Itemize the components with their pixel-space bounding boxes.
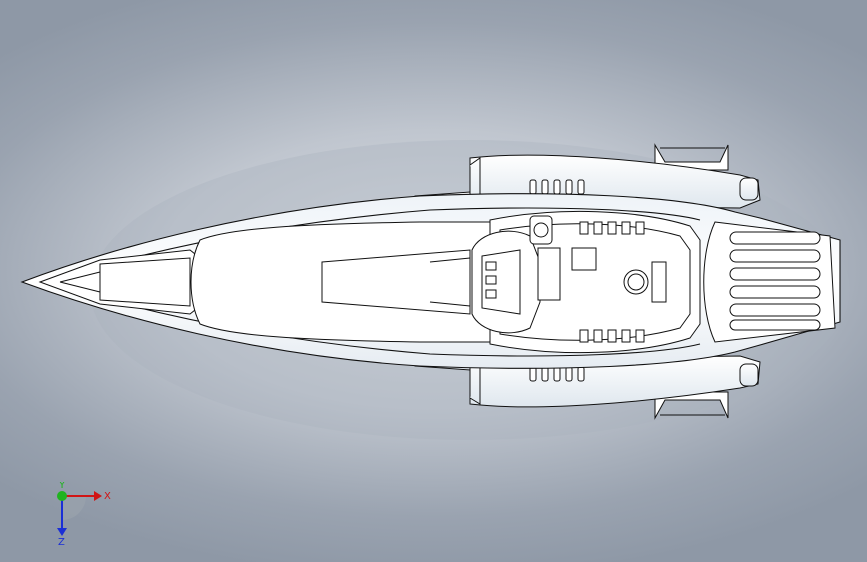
stern-grille[interactable] <box>703 221 836 343</box>
z-axis-arrow <box>57 528 67 536</box>
bench-slats-top <box>579 221 645 235</box>
triad-plane <box>62 496 86 520</box>
bow-deck <box>38 249 201 315</box>
y-axis-dot <box>57 491 67 501</box>
vents-bottom <box>529 366 585 382</box>
x-axis-label: X <box>104 491 111 502</box>
vents-top <box>529 179 585 195</box>
bench-slats-bottom <box>579 329 645 343</box>
x-axis-arrow <box>94 491 102 501</box>
y-axis-label: Y <box>58 482 66 491</box>
forward-deck <box>190 221 521 343</box>
axis-triad: X Y Z <box>57 482 111 546</box>
cockpit[interactable] <box>471 210 701 354</box>
z-axis-label: Z <box>58 537 65 546</box>
